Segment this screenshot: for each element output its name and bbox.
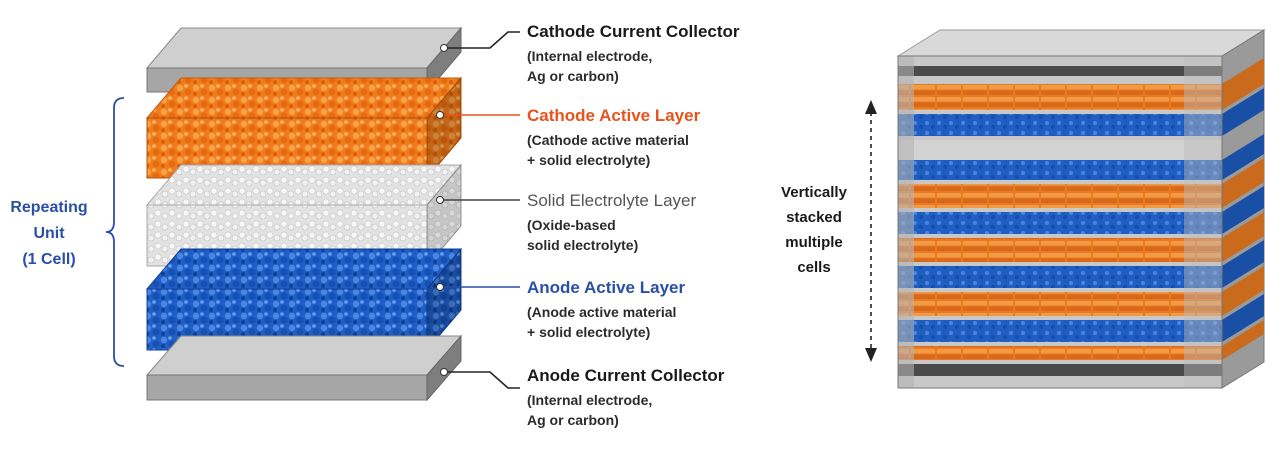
repeating-unit-brace — [105, 97, 125, 367]
layer-title: Cathode Current Collector — [527, 22, 740, 41]
layer-desc: (Anode active material — [527, 304, 677, 320]
leader-lines — [440, 31, 520, 389]
leader-dots — [436, 44, 448, 376]
cathode-active-layer — [145, 76, 463, 180]
stack-label-line-4: cells — [797, 259, 831, 276]
layer-desc: + solid electrolyte) — [527, 152, 651, 168]
layer-desc: (Internal electrode, — [527, 48, 653, 64]
layer-desc: Ag or carbon) — [527, 68, 619, 84]
cathode-active-layer-label: Cathode Active Layer (Cathode active mat… — [527, 106, 700, 170]
repeating-unit-line-2: Unit — [33, 225, 65, 242]
anode-active-layer-label: Anode Active Layer (Anode active materia… — [527, 278, 685, 342]
layer-desc: Ag or carbon) — [527, 412, 619, 428]
repeating-unit-line-3: (1 Cell) — [22, 251, 76, 268]
layer-title: Anode Current Collector — [527, 366, 725, 385]
layer-desc: + solid electrolyte) — [527, 324, 651, 340]
stack-label-line-1: Vertically — [781, 184, 847, 201]
layer-title: Solid Electrolyte Layer — [527, 191, 697, 210]
layer-desc: (Oxide-based — [527, 217, 616, 233]
anode-active-layer — [145, 247, 463, 352]
stack-label-line-2: stacked — [786, 209, 842, 226]
layer-desc: (Cathode active material — [527, 132, 689, 148]
layer-desc: solid electrolyte) — [527, 237, 639, 253]
stacked-cells-block — [896, 29, 1266, 389]
anode-current-collector — [145, 334, 463, 402]
layer-title: Cathode Active Layer — [527, 106, 701, 125]
stack-label-line-3: multiple — [785, 234, 843, 251]
stack-label: Vertically stacked multiple cells — [768, 180, 860, 280]
repeating-unit-label: Repeating Unit (1 Cell) — [6, 195, 92, 273]
vertical-stack-arrow — [865, 100, 877, 362]
repeating-unit-line-1: Repeating — [10, 199, 88, 216]
solid-electrolyte-layer-label: Solid Electrolyte Layer (Oxide-based sol… — [527, 191, 696, 255]
layer-title: Anode Active Layer — [527, 278, 686, 297]
layer-desc: (Internal electrode, — [527, 392, 653, 408]
cathode-current-collector-label: Cathode Current Collector (Internal elec… — [527, 22, 740, 86]
anode-current-collector-label: Anode Current Collector (Internal electr… — [527, 366, 724, 430]
